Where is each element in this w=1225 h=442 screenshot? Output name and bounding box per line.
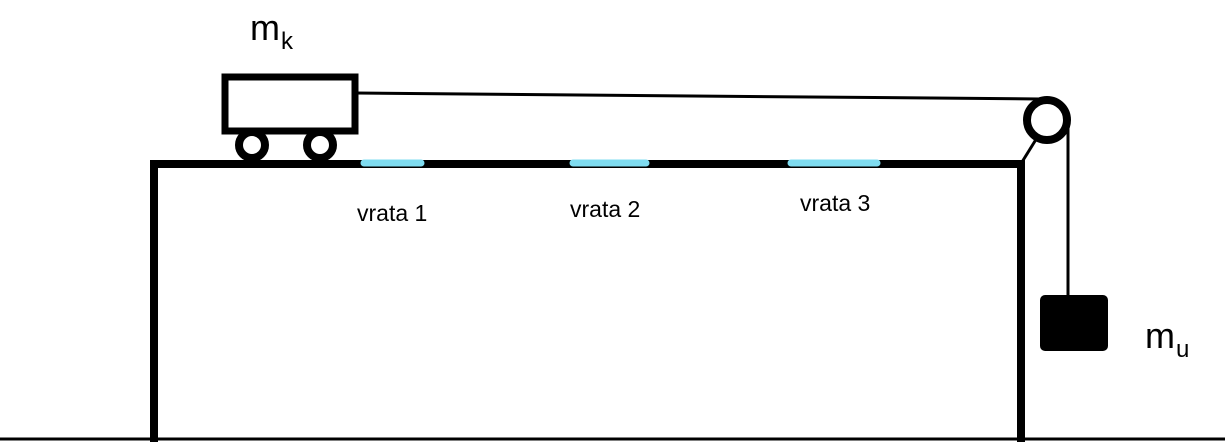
string-horizontal: [354, 91, 1041, 101]
gate-2-label: vrata 2: [570, 196, 641, 222]
cart-mass-label: mk: [250, 7, 293, 54]
cart-wheel-right: [303, 128, 337, 162]
hanging-mass-label: mu: [1145, 315, 1189, 362]
gate-1-label: vrata 1: [357, 200, 428, 226]
cart-mass-subscript: k: [281, 28, 293, 55]
gate-3-label: vrata 3: [800, 190, 871, 216]
hanging-mass-symbol: m: [1145, 315, 1175, 356]
hanging-mass-subscript: u: [1176, 336, 1190, 363]
hanging-mass-block: [1040, 295, 1108, 351]
pulley: [1023, 96, 1071, 144]
cart-body: [221, 73, 359, 135]
cart-mass-symbol: m: [250, 7, 280, 48]
cart: [221, 73, 359, 162]
cart-wheel-left: [235, 128, 269, 162]
